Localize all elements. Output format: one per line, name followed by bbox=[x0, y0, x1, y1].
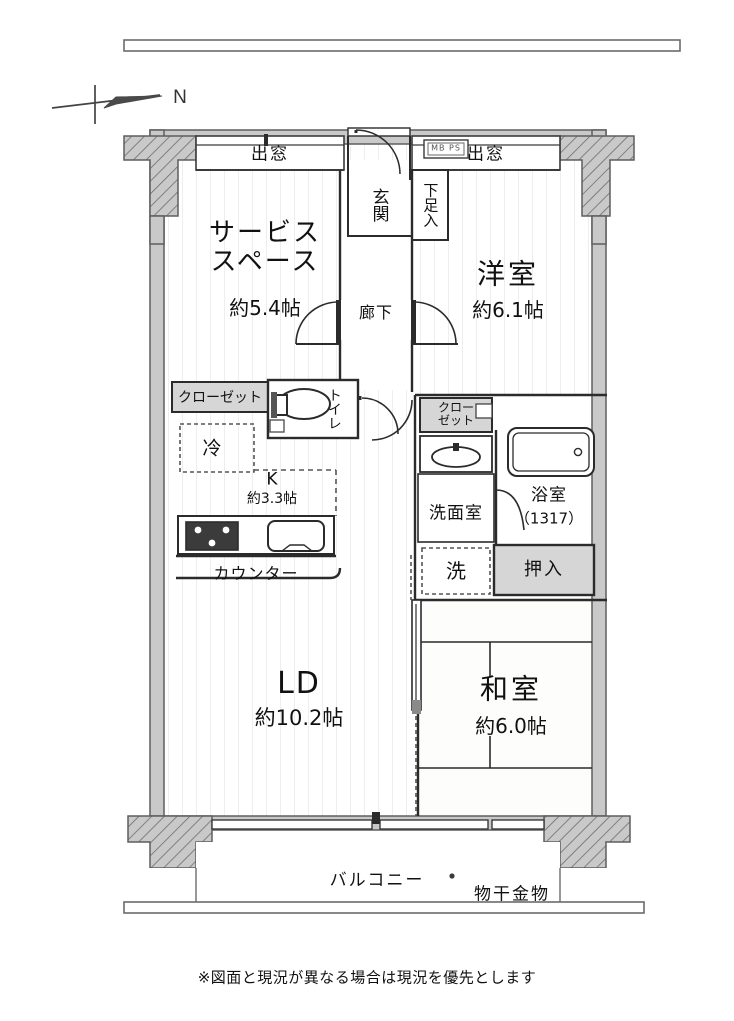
sliding-partition bbox=[411, 599, 422, 816]
entrance-area bbox=[347, 127, 418, 237]
door-toilet bbox=[358, 396, 399, 435]
closet-left bbox=[171, 381, 269, 413]
washer-space bbox=[421, 547, 491, 595]
door-service-space bbox=[295, 300, 341, 345]
door-ld bbox=[371, 399, 413, 441]
bay-window-left bbox=[195, 134, 345, 171]
ld-wet-boundary bbox=[410, 555, 412, 600]
washroom bbox=[417, 473, 495, 543]
balcony bbox=[123, 842, 645, 914]
closet-right bbox=[419, 397, 493, 433]
toilet-room bbox=[266, 378, 360, 440]
north-compass-icon bbox=[51, 85, 163, 124]
oshiire-closet bbox=[492, 543, 596, 597]
compass-label: N bbox=[173, 87, 187, 108]
wet-zone bbox=[413, 393, 607, 602]
kitchen-boundary bbox=[254, 469, 337, 516]
meter-box bbox=[423, 139, 469, 159]
top-outer-rail bbox=[123, 39, 681, 52]
door-bathroom bbox=[495, 489, 525, 531]
bathtub bbox=[507, 427, 595, 477]
shoe-cabinet bbox=[411, 169, 449, 241]
balcony-glass-doors bbox=[211, 812, 545, 830]
disclaimer-text: ※図面と現況が異なる場合は現況を優先とします bbox=[197, 968, 537, 987]
refrigerator-space bbox=[179, 423, 255, 473]
drying-hardware-marks bbox=[449, 873, 455, 879]
door-western-room bbox=[411, 300, 458, 345]
vanity-sink bbox=[419, 435, 493, 473]
kitchen-counter bbox=[176, 515, 342, 580]
